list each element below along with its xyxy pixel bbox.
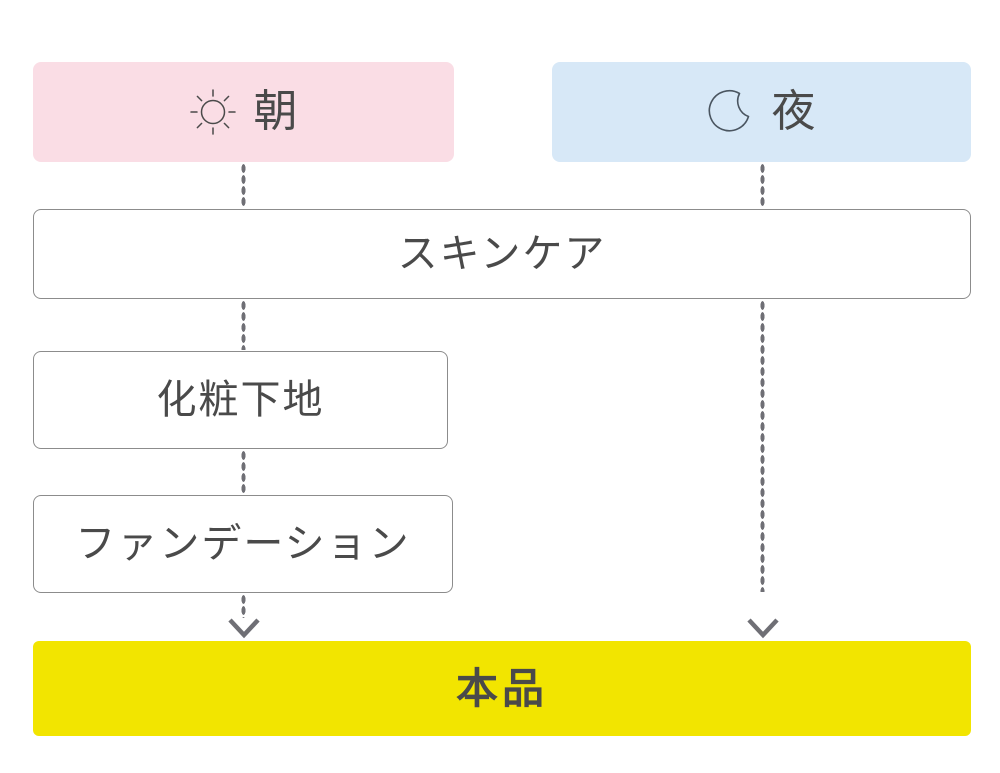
sun-icon [188,87,238,137]
node-skincare[interactable]: スキンケア [33,209,971,299]
node-makeup-base-label: 化粧下地 [156,378,325,422]
node-night-label: 夜 [771,87,818,136]
connector-skincare-to-makeup-base [241,300,246,350]
connector-night-to-skincare [760,163,765,208]
node-product-label: 本品 [455,664,548,712]
chevron-down-icon-night [746,614,780,642]
connector-foundation-to-product [241,594,246,618]
connector-skincare-to-product [760,300,765,592]
node-skincare-label: スキンケア [397,232,607,276]
node-foundation-label: ファンデーション [75,522,411,566]
node-foundation[interactable]: ファンデーション [33,495,453,593]
node-product[interactable]: 本品 [33,641,971,736]
node-night[interactable]: 夜 [552,62,971,162]
node-morning[interactable]: 朝 [33,62,454,162]
chevron-down-icon-morning [227,614,261,642]
node-morning-label: 朝 [253,87,300,136]
connector-makeup-base-to-foundation [241,450,246,494]
moon-icon [706,87,756,137]
connector-morning-to-skincare [241,163,246,208]
node-makeup-base[interactable]: 化粧下地 [33,351,448,449]
